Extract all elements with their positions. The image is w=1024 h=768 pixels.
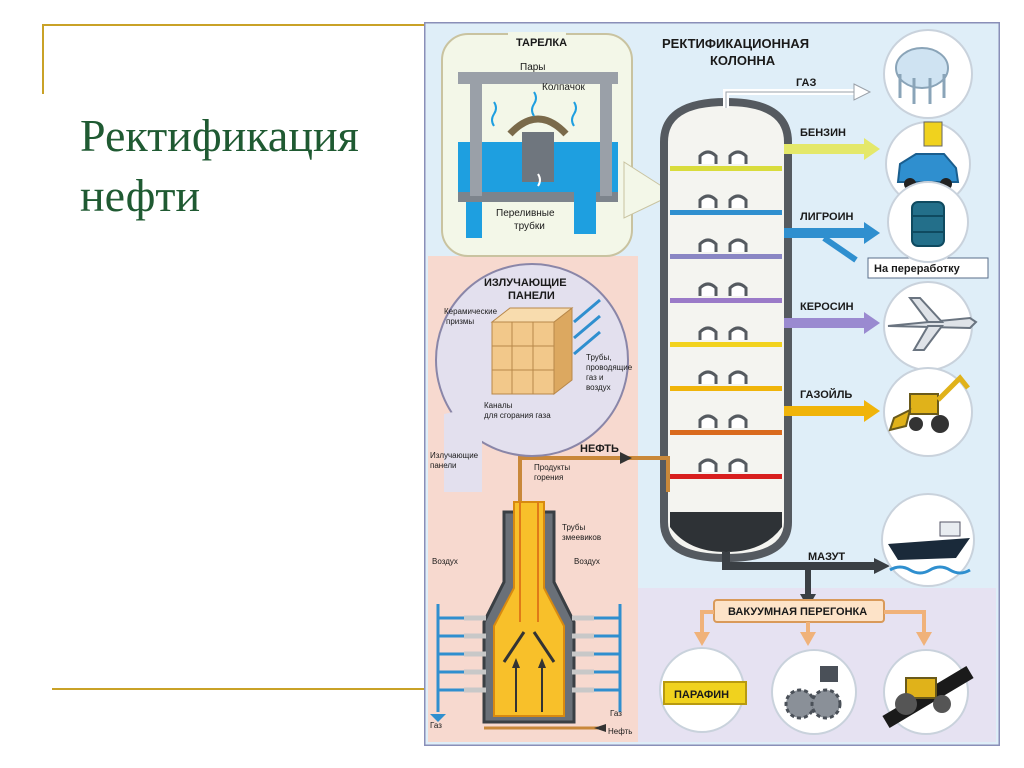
gas-arrow (723, 83, 872, 108)
gas-tank-icon (883, 29, 973, 119)
vacuum-title: ВАКУУМНАЯ ПЕРЕГОНКА (728, 606, 867, 618)
product-kerosene-label: КЕРОСИН (800, 301, 854, 313)
tray-overflow-label-2: трубки (514, 220, 545, 232)
product-gasoline-label: БЕНЗИН (800, 127, 846, 139)
airplane-icon (883, 281, 978, 371)
furnace (430, 501, 622, 732)
coil-tubes-label-1: Трубы (562, 523, 585, 532)
slide-title: Ректификация нефти (80, 110, 359, 221)
products-label-2: горения (534, 473, 563, 482)
tubes-label-4: воздух (586, 383, 611, 392)
vacuum-section (694, 599, 932, 646)
oil-in-label: Нефть (608, 727, 632, 736)
paraffin-icon (659, 647, 747, 733)
channels-label-1: Каналы (484, 401, 513, 410)
tubes-label-2: проводящие (586, 363, 633, 372)
paraffin-label: ПАРАФИН (674, 689, 729, 701)
distillation-column (660, 97, 792, 563)
product-mazut-label: МАЗУТ (808, 551, 845, 563)
gears-oiler-icon (771, 649, 857, 735)
product-gasoil-label: ГАЗОЙЛЬ (800, 388, 852, 401)
panels-title-2: ПАНЕЛИ (508, 290, 555, 302)
tray-overflow-label-1: Переливные (496, 208, 555, 219)
tubes-label-3: газ и (586, 373, 603, 382)
coil-tubes-label-2: змеевиков (562, 533, 601, 542)
gas-right-label: Газ (610, 709, 622, 718)
decorative-vertical-line (42, 24, 44, 94)
kerosene-arrow (784, 312, 880, 334)
prisms-label-1: Керамические (444, 307, 498, 316)
tray-detail (441, 32, 676, 257)
tray-vapors-label: Пары (520, 62, 546, 73)
excavator-icon (883, 367, 973, 457)
road-roller-icon (882, 649, 974, 735)
air-left-label: Воздух (432, 557, 458, 566)
column-title-1: РЕКТИФИКАЦИОННАЯ (662, 36, 809, 51)
distillation-poster: ТАРЕЛКА Пары Колпачок Переливные трубки … (424, 22, 1000, 746)
radiating-panels-label-1: Излучающие (430, 451, 479, 460)
gasoline-arrow (784, 138, 880, 160)
products-label-1: Продукты (534, 463, 570, 472)
barrel-icon (887, 181, 969, 263)
oil-feed-arrow (620, 452, 632, 464)
column-title-2: КОЛОННА (710, 53, 776, 68)
tray-cap-label: Колпачок (542, 82, 586, 93)
product-ligroin-label: ЛИГРОИН (800, 211, 854, 223)
tray-title: ТАРЕЛКА (516, 37, 567, 49)
panels-title-1: ИЗЛУЧАЮЩИЕ (484, 277, 567, 289)
panels-detail (435, 263, 629, 492)
reprocess-label: На переработку (874, 263, 961, 275)
prisms-label-2: призмы (446, 317, 474, 326)
decorative-top-line (42, 24, 426, 26)
car-icon (885, 121, 971, 207)
decorative-bottom-line (52, 688, 424, 690)
radiating-panels-label-2: панели (430, 461, 457, 470)
oil-to-column-label: НЕФТЬ (580, 443, 619, 455)
ligroin-arrow (784, 222, 880, 263)
product-gas-label: ГАЗ (796, 77, 816, 89)
air-right-label: Воздух (574, 557, 600, 566)
gas-left-label: Газ (430, 721, 442, 730)
tubes-label-1: Трубы, (586, 353, 611, 362)
ship-icon (881, 493, 975, 587)
channels-label-2: для сгорания газа (484, 411, 551, 420)
gasoil-arrow (784, 400, 880, 422)
oil-feed-line (518, 456, 670, 502)
